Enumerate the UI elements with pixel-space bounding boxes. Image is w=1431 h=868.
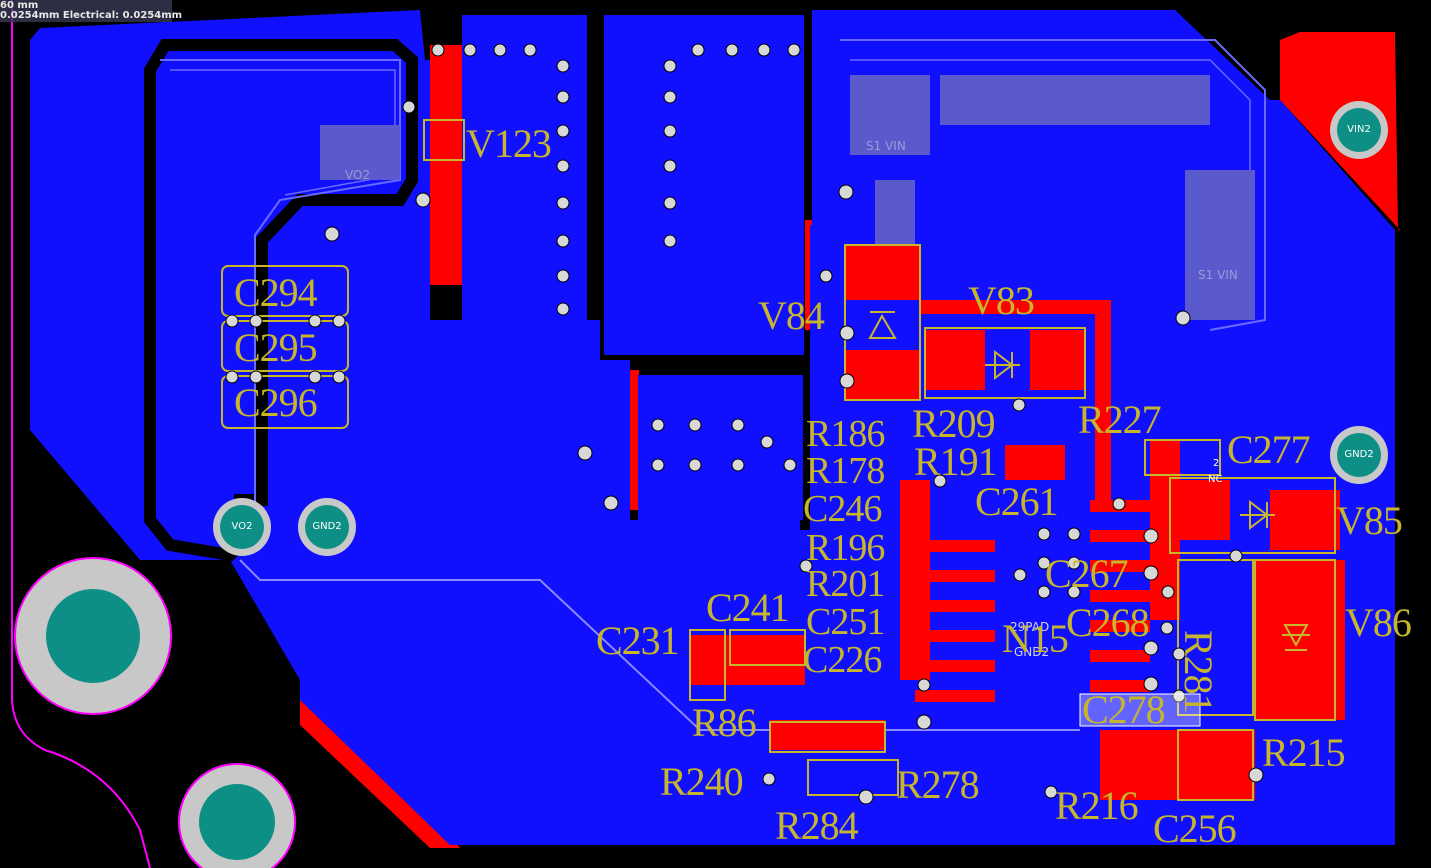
- selection-highlight: [1079, 693, 1201, 727]
- net-label-29pad: 29PAD: [1010, 620, 1050, 634]
- test-point-label: GND2: [1336, 432, 1382, 478]
- designator-c261[interactable]: C261: [975, 479, 1059, 524]
- designator-c231[interactable]: C231: [596, 618, 680, 663]
- designator-r186[interactable]: R186: [806, 413, 885, 455]
- diode-symbols: [868, 311, 1310, 651]
- top-copper-main-left: [30, 10, 800, 845]
- designator-c267[interactable]: C267: [1045, 551, 1129, 596]
- designator-r191[interactable]: R191: [914, 439, 998, 484]
- silk-outlines: [221, 119, 1336, 801]
- designator-v123[interactable]: V123: [466, 121, 552, 166]
- designator-r196[interactable]: R196: [806, 527, 885, 569]
- designator-v85[interactable]: V85: [1336, 498, 1403, 543]
- board-outline: [11, 0, 151, 868]
- top-copper-column-2: [604, 15, 804, 355]
- designator-c296[interactable]: C296: [234, 380, 318, 425]
- test-point-gnd2-left[interactable]: GND2: [298, 498, 356, 556]
- designator-r284[interactable]: R284: [775, 803, 859, 848]
- designator-c295[interactable]: C295: [234, 325, 318, 370]
- designator-r201[interactable]: R201: [806, 563, 885, 605]
- net-label-gnd2: GND2: [1014, 645, 1050, 659]
- clearance-readout: 0.0254mm Electrical: 0.0254mm: [0, 10, 183, 21]
- designator-c256[interactable]: C256: [1153, 806, 1237, 851]
- designator-c246[interactable]: C246: [803, 488, 882, 530]
- test-point-vin2[interactable]: VIN2: [1330, 101, 1388, 159]
- designator-r216[interactable]: R216: [1055, 783, 1139, 828]
- designator-r240[interactable]: R240: [660, 759, 744, 804]
- designator-r281[interactable]: R281: [1176, 630, 1221, 713]
- trace-outline-4: [840, 39, 1266, 331]
- designator-r178[interactable]: R178: [806, 450, 885, 492]
- test-point-vo2[interactable]: VO2: [213, 498, 271, 556]
- designator-r86[interactable]: R86: [692, 700, 757, 745]
- top-copper-column-3: [638, 375, 803, 520]
- designator-n15[interactable]: N15: [1002, 616, 1069, 661]
- designator-v83[interactable]: V83: [968, 278, 1035, 323]
- net-label-vo2: VO2: [345, 168, 371, 182]
- net-label-nc: NC: [1208, 474, 1223, 485]
- designator-r209[interactable]: R209: [912, 401, 996, 446]
- test-point-gnd2-right[interactable]: GND2: [1330, 426, 1388, 484]
- mounting-hole-2: [178, 763, 296, 868]
- net-label-pin2: 2: [1213, 458, 1220, 469]
- designator-c278[interactable]: C278: [1082, 687, 1166, 732]
- mounting-hole-1: [14, 557, 172, 715]
- designator-c294[interactable]: C294: [234, 270, 318, 315]
- vias: [225, 43, 1264, 805]
- test-point-label: VO2: [219, 504, 265, 550]
- copper-pad-s1vin-top-2: [940, 75, 1210, 125]
- designator-c241[interactable]: C241: [706, 585, 790, 630]
- designator-c268[interactable]: C268: [1066, 600, 1150, 645]
- copper-pad-s1vin-right: [1185, 170, 1255, 320]
- copper-pad-vo2: [320, 125, 400, 180]
- test-point-label: GND2: [304, 504, 350, 550]
- net-label-s1vin-top: S1 VIN: [866, 139, 906, 153]
- trace-outline-2: [170, 69, 396, 196]
- designator-r215[interactable]: R215: [1262, 730, 1346, 775]
- status-readout: 60 mm 0.0254mm Electrical: 0.0254mm: [0, 0, 183, 22]
- designator-c251[interactable]: C251: [806, 601, 885, 643]
- designator-c226[interactable]: C226: [803, 639, 882, 681]
- designator-v86[interactable]: V86: [1345, 600, 1412, 645]
- designator-v84[interactable]: V84: [758, 293, 825, 338]
- test-point-label: VIN2: [1336, 107, 1382, 153]
- net-label-s1vin-right: S1 VIN: [1198, 268, 1238, 282]
- copper-pad-mid: [875, 180, 915, 250]
- designator-r227[interactable]: R227: [1078, 397, 1162, 442]
- grid-readout: 60 mm: [0, 0, 39, 11]
- designator-r278[interactable]: R278: [896, 762, 980, 807]
- designator-c277[interactable]: C277: [1227, 427, 1311, 472]
- copper-pad-s1vin-top: [850, 75, 930, 155]
- keepout-left: [144, 39, 418, 562]
